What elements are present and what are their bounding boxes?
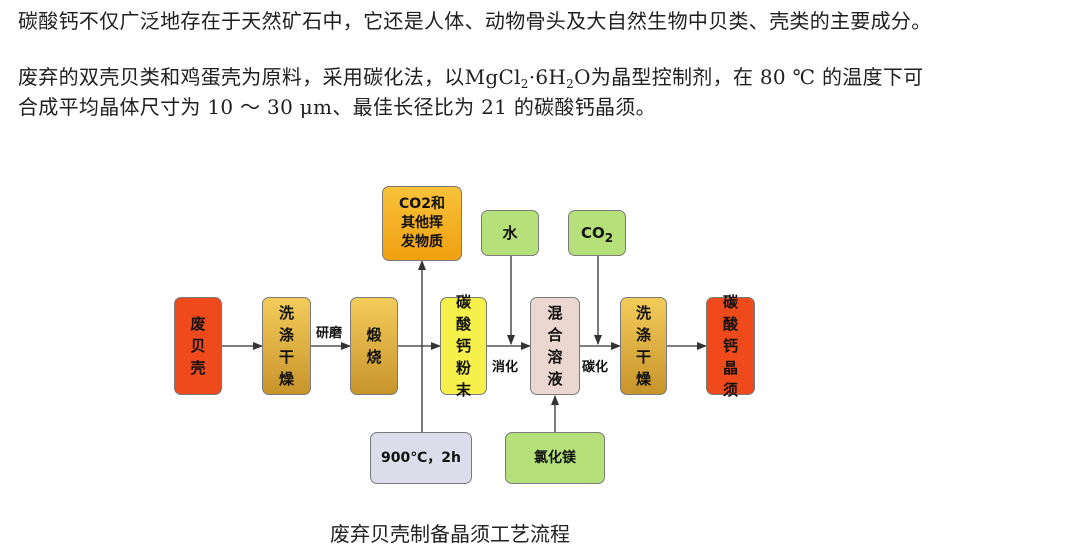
formula-mgcl2: MgCl2·6H2O <box>464 65 591 91</box>
node-water: 水 <box>481 210 539 256</box>
node-caco3-powder: 碳酸钙粉末 <box>440 293 487 399</box>
node-calcine: 煅烧 <box>350 297 398 395</box>
node-waste-shell-label: 废贝壳 <box>190 315 206 377</box>
node-wash-dry-2-label: 洗涤干燥 <box>635 304 651 388</box>
intro-line-2-text-a: 废弃的双壳贝类和鸡蛋壳为原料，采用碳化法，以 <box>18 65 465 89</box>
intro-line-1: 碳酸钙不仅广泛地存在于天然矿石中，它还是人体、动物骨头及大自然生物中贝类、壳类的… <box>18 9 932 33</box>
node-condition-label: 900℃，2h <box>381 450 461 466</box>
node-mgcl2-label: 氯化镁 <box>534 450 576 466</box>
node-caco3-whisker: 碳酸钙晶须 <box>706 293 755 399</box>
intro-paragraph-1: 碳酸钙不仅广泛地存在于天然矿石中，它还是人体、动物骨头及大自然生物中贝类、壳类的… <box>18 6 932 36</box>
node-caco3-powder-label: 碳酸钙粉末 <box>455 293 471 399</box>
node-mixed-solution: 混合溶液 <box>530 297 580 395</box>
node-wash-dry-1: 洗涤干燥 <box>262 297 311 395</box>
node-co2-subscript: 2 <box>604 231 614 245</box>
intro-paragraph-2: 废弃的双壳贝类和鸡蛋壳为原料，采用碳化法，以MgCl2·6H2O为晶型控制剂，在… <box>18 62 923 92</box>
node-co2-volatiles: CO2和其他挥发物质 <box>382 186 462 261</box>
node-waste-shell: 废贝壳 <box>174 297 222 395</box>
intro-line-3-text-b: 、最佳长径比为 <box>332 95 475 119</box>
formula-part-c: O <box>574 65 591 89</box>
node-caco3-whisker-label: 碳酸钙晶须 <box>722 293 738 399</box>
crystal-size-value: 10 ～ 30 μm <box>207 95 333 119</box>
label-grind: 研磨 <box>316 326 343 341</box>
node-co2-text: CO <box>580 224 605 242</box>
formula-part-a: MgCl <box>464 65 521 89</box>
label-carbonize: 碳化 <box>582 360 609 375</box>
node-mgcl2: 氯化镁 <box>505 432 605 484</box>
formula-part-b: ·6H <box>528 65 567 89</box>
label-digest: 消化 <box>492 360 519 375</box>
formula-sub-a: 2 <box>520 77 529 91</box>
node-mixed-solution-label: 混合溶液 <box>547 304 563 388</box>
diagram-caption: 废弃贝壳制备晶须工艺流程 <box>330 522 570 546</box>
node-co2-volatiles-label: CO2和其他挥发物质 <box>399 196 445 250</box>
node-wash-dry-1-label: 洗涤干燥 <box>278 304 294 388</box>
formula-sub-b: 2 <box>566 77 575 91</box>
temperature-value: 80 ℃ <box>759 65 816 89</box>
intro-line-3-text-c: 的碳酸钙晶须。 <box>513 95 656 119</box>
node-co2: CO2 <box>568 210 626 256</box>
intro-line-2-text-b: 为晶型控制剂，在 <box>590 65 754 89</box>
node-co2-label: CO2 <box>581 222 613 244</box>
node-water-label: 水 <box>502 224 518 242</box>
intro-line-3-text-a: 合成平均晶体尺寸为 <box>18 95 201 119</box>
node-wash-dry-2: 洗涤干燥 <box>620 297 667 395</box>
intro-line-2-text-c: 的温度下可 <box>821 65 924 89</box>
node-calcine-label: 煅烧 <box>366 326 382 366</box>
aspect-ratio-value: 21 <box>481 95 508 119</box>
node-condition: 900℃，2h <box>370 432 472 484</box>
intro-paragraph-3: 合成平均晶体尺寸为 10 ～ 30 μm、最佳长径比为 21 的碳酸钙晶须。 <box>18 92 656 122</box>
